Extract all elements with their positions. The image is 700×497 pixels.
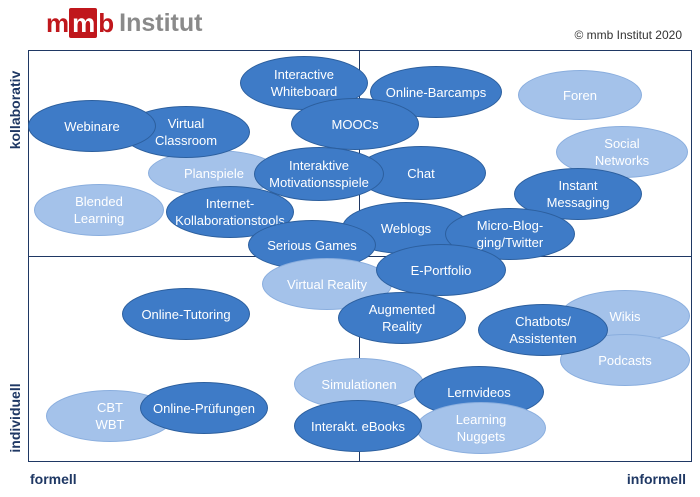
logo-institut: Institut [119,8,203,37]
bubble-online-tutoring: Online-Tutoring [122,288,250,340]
bubble-moocs: MOOCs [291,98,419,150]
bubble-social-networks: Social Networks [556,126,688,178]
copyright-notice: © mmb Institut 2020 [574,28,682,42]
bubble-online-pruefungen: Online-Prüfungen [140,382,268,434]
axis-label-formell: formell [30,471,77,487]
axis-label-informell: informell [626,471,686,487]
bubble-e-portfolio: E-Portfolio [376,244,506,296]
bubble-online-barcamps: Online-Barcamps [370,66,502,118]
axis-label-kollaborativ: kollaborativ [7,70,23,150]
axis-label-individuell: individuell [7,383,23,453]
bubble-interakt-ebooks: Interakt. eBooks [294,400,422,452]
bubble-augmented-reality: Augmented Reality [338,292,466,344]
bubble-webinare: Webinare [28,100,156,152]
bubble-interaktive-motivationsspiele: Interaktive Motivationsspiele [254,147,384,201]
bubble-learning-nuggets: Learning Nuggets [416,402,546,454]
bubble-chatbots-assistenten: Chatbots/ Assistenten [478,304,608,356]
bubble-blended-learning: Blended Learning [34,184,164,236]
bubble-foren: Foren [518,70,642,120]
